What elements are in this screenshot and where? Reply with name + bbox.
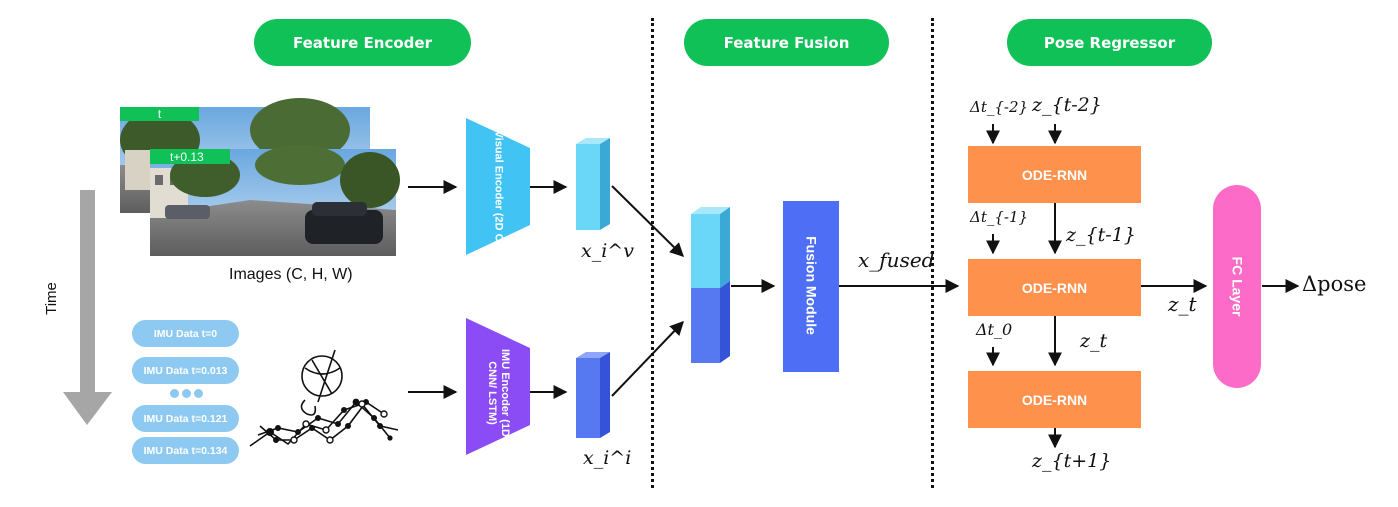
visual-feature-prism — [576, 138, 610, 230]
fusion-module-label: Fusion Module — [803, 236, 820, 335]
visual-encoder-block — [466, 118, 530, 255]
imu-encoder-block — [466, 318, 530, 455]
hidden-state-label: z_{t-2} — [1032, 94, 1102, 116]
section-feature-encoder: Feature Encoder — [254, 19, 471, 66]
divider-fusion-regressor — [931, 18, 934, 488]
hidden-state-label: z_t — [1168, 292, 1197, 316]
time-label: Time — [42, 282, 60, 315]
hidden-state-label: z_{t-1} — [1066, 224, 1136, 246]
time-arrow — [63, 190, 112, 425]
ode-rnn-block: ODE-RNN — [968, 259, 1141, 316]
frame-tag-t-013: t+0.13 — [150, 149, 230, 164]
ellipsis-dot — [170, 389, 179, 398]
imu-feature-prism — [576, 352, 610, 438]
hidden-state-label: z_{t+1} — [1032, 450, 1112, 472]
image-frame-t-013 — [150, 145, 400, 256]
imu-trajectory-open-points — [290, 400, 388, 444]
imu-trajectory-points — [266, 398, 393, 443]
ellipsis-dot — [182, 389, 191, 398]
section-pose-regressor: Pose Regressor — [1007, 19, 1212, 66]
delta-t-label: Δt_{-2} — [970, 98, 1029, 116]
divider-encoder-fusion — [651, 18, 654, 488]
imu-data-item: IMU Data t=0.121 — [132, 405, 239, 432]
section-feature-fusion: Feature Fusion — [684, 19, 889, 66]
imu-data-item: IMU Data t=0 — [132, 320, 239, 347]
imu-data-item: IMU Data t=0.013 — [132, 357, 239, 384]
visual-encoder-label: Visual Encoder (2D CNN) — [492, 130, 505, 262]
output-label: Δpose — [1302, 272, 1367, 296]
ode-rnn-block: ODE-RNN — [968, 371, 1141, 428]
ellipsis-dot — [194, 389, 203, 398]
delta-t-label: Δt_0 — [976, 320, 1013, 339]
delta-t-label: Δt_{-1} — [970, 208, 1029, 226]
frame-tag-t: t — [120, 107, 199, 121]
imu-encoder-label: IMU Encoder (1D CNN/ LSTM) — [486, 348, 511, 437]
images-caption: Images (C, H, W) — [229, 266, 353, 283]
imu-feature-label: x_i^i — [583, 447, 632, 469]
fusion-module-block — [783, 201, 839, 372]
ode-rnn-block: ODE-RNN — [968, 146, 1141, 203]
hidden-state-label: z_t — [1080, 330, 1108, 352]
visual-feature-label: x_i^v — [581, 240, 634, 262]
fused-feature-label: x_fused — [858, 248, 935, 272]
concat-feature-prism — [691, 207, 730, 363]
fc-layer-block — [1213, 185, 1261, 388]
fc-layer-label: FC Layer — [1229, 256, 1246, 317]
imu-data-item: IMU Data t=0.134 — [132, 437, 239, 464]
